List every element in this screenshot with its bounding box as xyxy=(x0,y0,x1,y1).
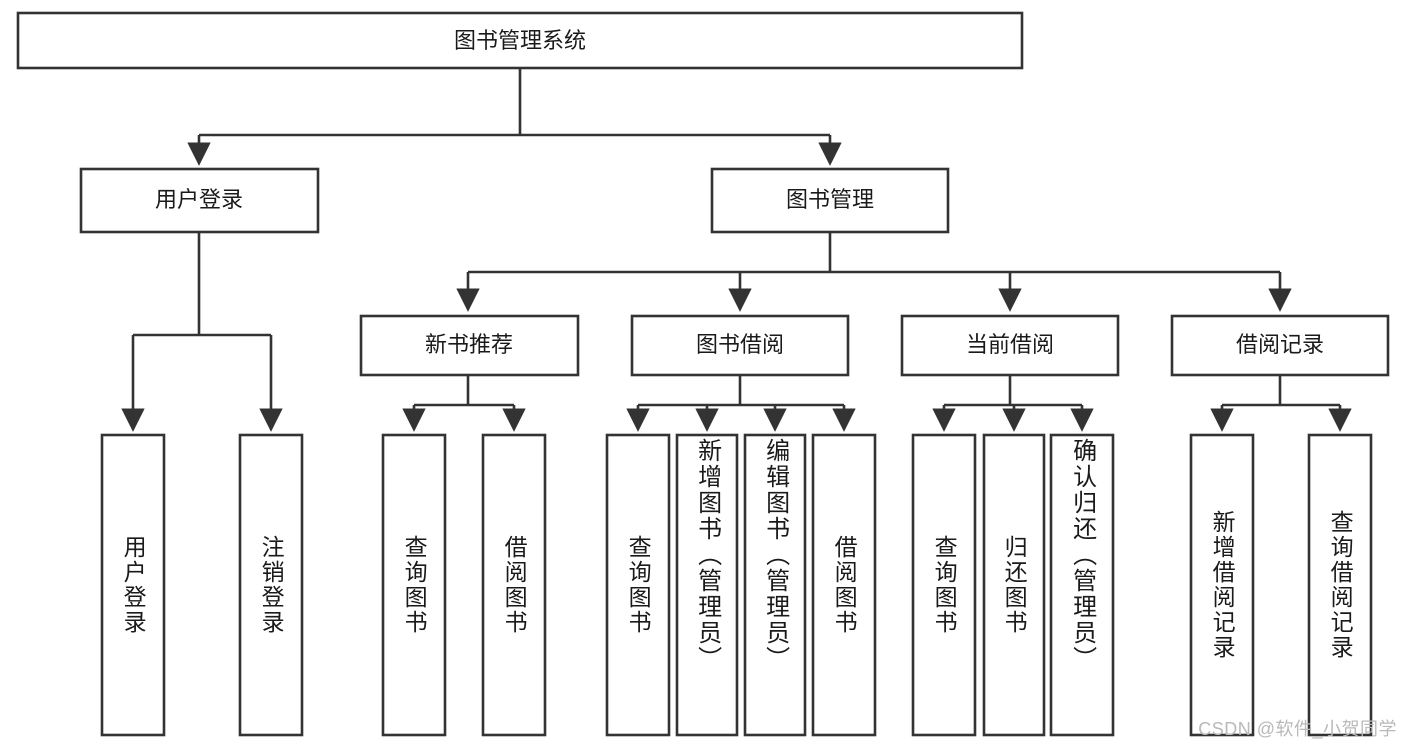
node-borrow-record-label: 借阅记录 xyxy=(1236,332,1324,357)
node-user-login[interactable]: 用户登录 xyxy=(79,167,320,234)
node-user-login-box[interactable] xyxy=(79,167,320,234)
node-root-label: 图书管理系统 xyxy=(454,28,586,53)
node-book-borrow[interactable]: 图书借阅 xyxy=(630,314,850,377)
node-user-login-label: 用户登录 xyxy=(155,187,243,212)
node-book-management-label: 图书管理 xyxy=(786,187,874,212)
node-root-box[interactable] xyxy=(16,11,1024,70)
node-book-borrow-box[interactable] xyxy=(630,314,850,377)
node-current-borrow-box[interactable] xyxy=(900,314,1120,377)
node-new-book-recommend[interactable]: 新书推荐 xyxy=(359,314,580,377)
leaf-box-user-login-2[interactable] xyxy=(238,433,304,737)
leaf-box-user-login-1[interactable] xyxy=(100,433,166,737)
leaf-box-current-borrow-2[interactable] xyxy=(982,433,1046,737)
node-borrow-record-box[interactable] xyxy=(1170,314,1390,377)
leaf-box-book-borrow-3[interactable] xyxy=(743,433,807,737)
node-current-borrow-label: 当前借阅 xyxy=(966,332,1054,357)
leaf-box-book-borrow-1[interactable] xyxy=(605,433,671,737)
node-new-book-recommend-box[interactable] xyxy=(359,314,580,377)
node-root[interactable]: 图书管理系统 xyxy=(16,11,1024,70)
leaf-box-current-borrow-1[interactable] xyxy=(911,433,977,737)
connector-layer xyxy=(121,68,1352,432)
node-book-management[interactable]: 图书管理 xyxy=(710,167,950,234)
leaf-box-current-borrow-3[interactable] xyxy=(1049,433,1115,737)
watermark-text: CSDN @软件_小贺同学 xyxy=(1198,719,1397,739)
node-book-borrow-label: 图书借阅 xyxy=(696,332,784,357)
leaf-box-borrow-record-2[interactable] xyxy=(1307,433,1373,737)
node-book-management-box[interactable] xyxy=(710,167,950,234)
node-borrow-record[interactable]: 借阅记录 xyxy=(1170,314,1390,377)
leaf-box-borrow-record-1[interactable] xyxy=(1189,433,1255,737)
leaf-box-new-book-2[interactable] xyxy=(481,433,547,737)
node-current-borrow[interactable]: 当前借阅 xyxy=(900,314,1120,377)
leaf-box-book-borrow-2[interactable] xyxy=(675,433,739,737)
leaf-box-new-book-1[interactable] xyxy=(381,433,447,737)
node-new-book-recommend-label: 新书推荐 xyxy=(425,332,513,357)
leaf-box-book-borrow-4[interactable] xyxy=(811,433,877,737)
